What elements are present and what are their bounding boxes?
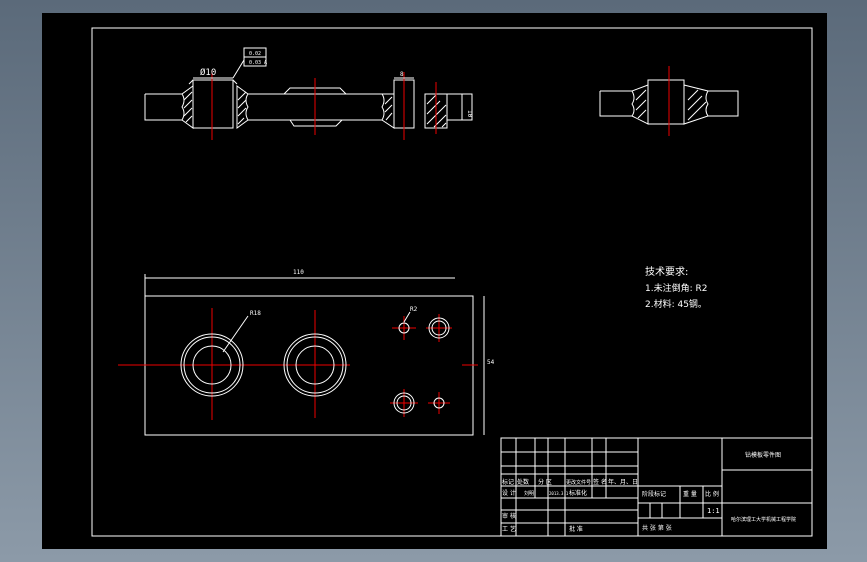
designer-name: 刘明 bbox=[524, 490, 534, 497]
scale-value: 1:1 bbox=[707, 507, 720, 515]
approve-label: 批 准 bbox=[569, 525, 583, 533]
title-block bbox=[500, 437, 813, 537]
stage-mark-label: 阶段标记 bbox=[642, 490, 666, 498]
title-block-text: 钻模板零件图 1:1 哈尔滨理工大学机械工程学院 标记 处数 分 区 更改文件号… bbox=[502, 451, 796, 533]
tech-req-item-2: 2.材料: 45钢。 bbox=[645, 298, 707, 310]
review-label: 审 核 bbox=[502, 512, 516, 520]
row-label-change-doc: 更改文件号 bbox=[566, 479, 591, 486]
org-name: 哈尔滨理工大学机械工程学院 bbox=[731, 516, 796, 523]
dim-top-width: 8 bbox=[400, 71, 404, 78]
row-label-count: 处数 bbox=[517, 478, 529, 486]
standardize-label: 标准化 bbox=[569, 489, 587, 497]
dim-overall-height: 54 bbox=[487, 359, 495, 366]
row-label-sign: 签 名 bbox=[593, 478, 607, 486]
dim-hole-diameter: Ø10 bbox=[200, 67, 216, 78]
plan-view: 110 54 R18 R2 bbox=[118, 269, 495, 436]
row-label-zone: 分 区 bbox=[538, 478, 552, 486]
process-label: 工 艺 bbox=[502, 525, 516, 533]
scale-label: 比 例 bbox=[705, 490, 719, 498]
tech-requirements: 技术要求: 1.未注倒角: R2 2.材料: 45钢。 bbox=[645, 265, 707, 310]
dim-radius-large: R18 bbox=[250, 310, 261, 317]
drawing-border bbox=[91, 27, 813, 537]
section-view-right bbox=[599, 66, 739, 136]
sheet-info: 共 张 第 张 bbox=[642, 524, 672, 532]
row-label-date: 年、月、日 bbox=[608, 478, 638, 486]
tech-req-heading: 技术要求: bbox=[645, 265, 688, 278]
weight-label: 重 量 bbox=[683, 490, 697, 498]
dim-side-height: 10 bbox=[466, 110, 473, 118]
tech-req-item-1: 1.未注倒角: R2 bbox=[645, 282, 707, 294]
row-label-mark: 标记 bbox=[502, 478, 514, 486]
tol-box-2: 0.03 A bbox=[249, 60, 267, 66]
design-date: 2013.3.1 bbox=[549, 491, 569, 496]
designer-label: 设 计 bbox=[502, 489, 516, 497]
part-name: 钻模板零件图 bbox=[745, 451, 781, 459]
dim-overall-length: 110 bbox=[293, 269, 304, 276]
dim-radius-small: R2 bbox=[410, 306, 418, 313]
tol-box-1: 0.02 bbox=[249, 51, 261, 57]
section-view-left: Ø10 0.02 0.03 A 8 10 bbox=[144, 47, 473, 140]
